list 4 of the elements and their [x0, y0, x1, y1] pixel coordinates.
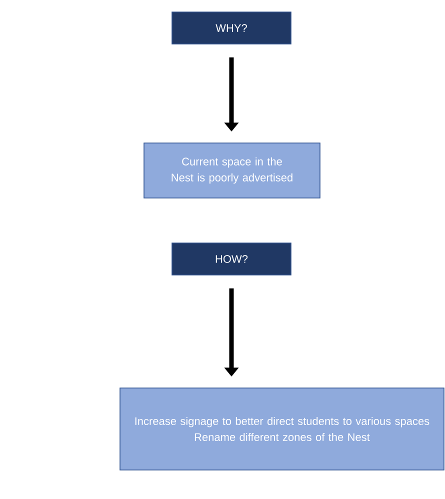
text-box: Current space in the Nest is poorly advertised [144, 142, 320, 198]
question-box: WHY? [172, 12, 292, 44]
text-box: Increase signage to better direct students to various spaces Rename different zones of the Nest [120, 388, 444, 470]
question-box: HOW? [172, 242, 292, 276]
